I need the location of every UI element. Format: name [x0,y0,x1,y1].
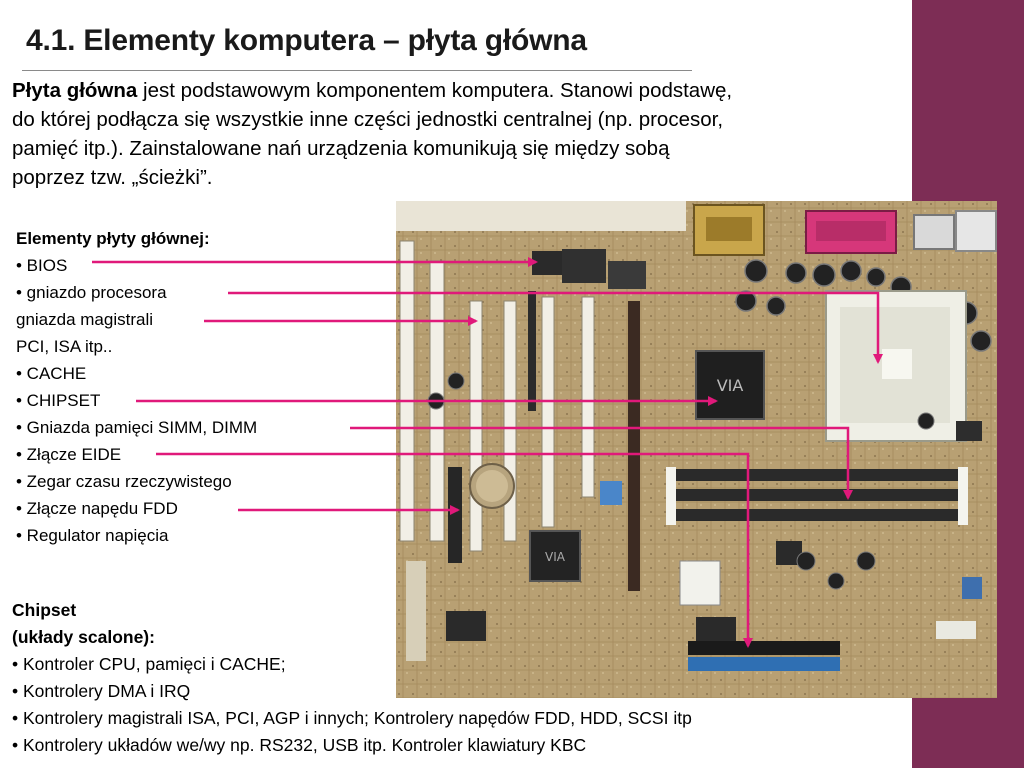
element-bus-slots-types: PCI, ISA itp.. [16,337,113,356]
elements-list: Elementy płyty głównej: • BIOS • gniazdo… [16,225,376,549]
intro-line-1-rest: jest podstawowym komponentem komputera. … [137,79,733,102]
element-fdd: • Złącze napędu FDD [16,499,178,518]
element-voltage-regulator: • Regulator napięcia [16,526,169,545]
chipset-item-cpu-controller: • Kontroler CPU, pamięci i CACHE; [12,654,286,674]
element-eide: • Złącze EIDE [16,445,122,464]
chipset-subheading: (układy scalone): [12,627,155,647]
element-cache: • CACHE [16,364,87,383]
element-rtc: • Zegar czasu rzeczywistego [16,472,232,491]
chipset-item-bus-controllers: • Kontrolery magistrali ISA, PCI, AGP i … [12,708,692,728]
chipset-heading: Chipset [12,600,77,620]
svg-text:VIA: VIA [545,550,566,564]
intro-line-2: do której podłącza się wszystkie inne cz… [12,108,724,131]
element-memory-slots: • Gniazda pamięci SIMM, DIMM [16,418,258,437]
element-chipset: • CHIPSET [16,391,101,410]
slide-title: 4.1. Elementy komputera – płyta główna [26,24,587,57]
chipset-section: Chipset (układy scalone): • Kontroler CP… [12,597,912,759]
intro-bold-term: Płyta główna [12,79,138,102]
intro-line-1: Płyta główna jest podstawowym komponente… [12,76,912,105]
chipset-item-io-controllers: • Kontrolery układów we/wy np. RS232, US… [12,735,587,755]
title-divider [22,70,692,71]
svg-text:VIA: VIA [717,376,744,395]
chipset-item-dma-irq: • Kontrolery DMA i IRQ [12,681,191,701]
intro-line-4: poprzez tzw. „ścieżki”. [12,166,213,189]
element-bus-slots: gniazda magistrali [16,310,154,329]
element-bios: • BIOS [16,256,68,275]
intro-paragraph: Płyta główna jest podstawowym komponente… [12,76,912,192]
elements-heading: Elementy płyty głównej: [16,229,210,248]
intro-line-3: pamięć itp.). Zainstalowane nań urządzen… [12,137,670,160]
element-cpu-socket: • gniazdo procesora [16,283,167,302]
